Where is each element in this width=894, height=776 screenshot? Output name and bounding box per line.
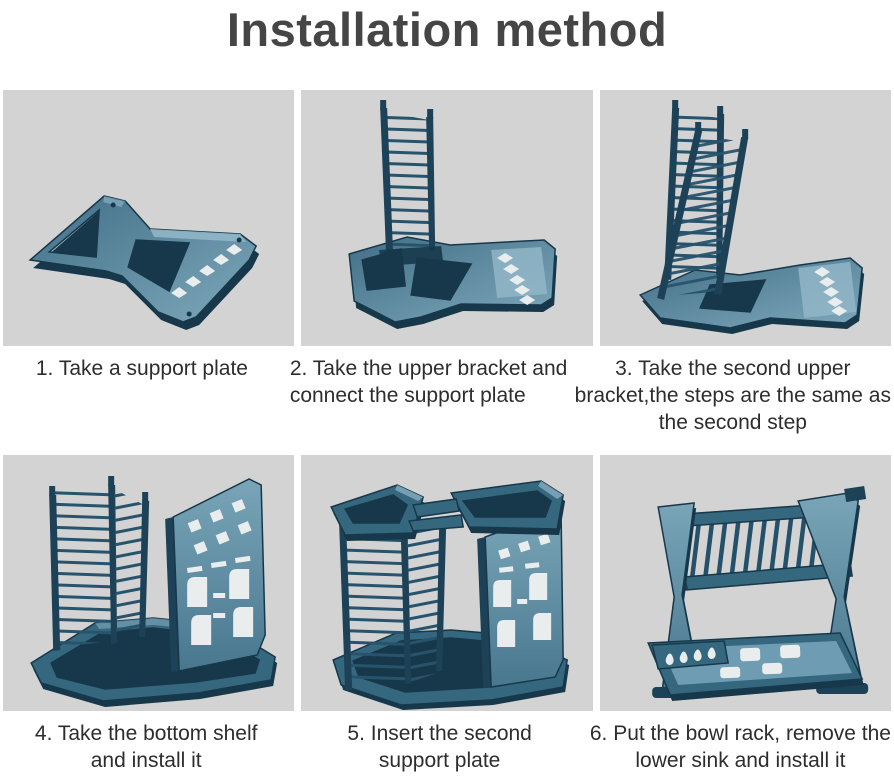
caption-line: 5. Insert the second xyxy=(347,722,532,745)
caption-line: and install it xyxy=(90,749,202,772)
diamond-cutouts xyxy=(813,267,847,316)
bottom-tray xyxy=(646,632,864,701)
caption-line: 2. Take the upper bracket and xyxy=(289,357,568,380)
ladder-bracket xyxy=(379,100,444,266)
step-4-panel xyxy=(3,455,295,711)
front-ladder-bracket xyxy=(656,122,748,300)
second-bracket-illustration xyxy=(638,100,864,334)
panel-row-2 xyxy=(0,455,894,711)
header: Installation method xyxy=(0,0,894,90)
side-ladder-bracket xyxy=(114,489,150,641)
diamond-cutouts xyxy=(497,253,536,305)
caption-line: support plate xyxy=(378,749,501,772)
step-1-panel xyxy=(3,90,295,346)
step-6-caption: 6. Put the bowl rack, remove the lower s… xyxy=(590,711,891,774)
support-plate-illustration xyxy=(28,195,260,330)
hook-handle xyxy=(843,486,866,502)
panel-row-1 xyxy=(0,90,894,346)
caption-line: lower sink and install it xyxy=(635,749,846,772)
finished-rack-illustration xyxy=(646,486,868,701)
caption-row-2: 4. Take the bottom shelf and install it … xyxy=(0,711,894,776)
step-1-caption: 1. Take a support plate xyxy=(3,346,281,382)
top-support-plate xyxy=(330,480,566,541)
bottom-shelf-illustration xyxy=(30,476,278,707)
caption-line: connect the support plate xyxy=(289,384,526,407)
teardrop-cutouts xyxy=(665,647,716,665)
step-3-panel xyxy=(599,90,891,346)
caption-line: bracket,the steps are the same as xyxy=(574,384,891,407)
step-2-caption: 2. Take the upper bracket and connect th… xyxy=(288,346,568,409)
step-3-caption: 3. Take the second upper bracket,the ste… xyxy=(575,346,891,436)
step-2-panel xyxy=(301,90,593,346)
caption-line: 1. Take a support plate xyxy=(35,357,248,380)
right-side-frame xyxy=(796,486,868,694)
caption-line: the second step xyxy=(658,411,807,434)
front-ladder-bracket xyxy=(339,513,412,691)
caption-row-1: 1. Take a support plate 2. Take the uppe… xyxy=(0,346,894,455)
perforated-panel xyxy=(165,478,266,672)
page-title: Installation method xyxy=(226,3,668,56)
step-5-caption: 5. Insert the second support plate xyxy=(296,711,582,774)
diamond-cutouts xyxy=(171,244,243,298)
caption-line: 4. Take the bottom shelf xyxy=(34,722,258,745)
front-ladder-bracket xyxy=(49,476,118,651)
side-ladder-bracket xyxy=(406,515,447,682)
second-support-plate-illustration xyxy=(330,480,570,710)
perforated-panel xyxy=(477,512,565,688)
upper-bracket-illustration xyxy=(348,100,558,329)
caption-line: 6. Put the bowl rack, remove the xyxy=(589,722,891,745)
step-6-panel xyxy=(599,455,891,711)
caption-line: 3. Take the second upper xyxy=(615,357,851,380)
step-4-caption: 4. Take the bottom shelf and install it xyxy=(3,711,289,774)
step-5-panel xyxy=(301,455,593,711)
